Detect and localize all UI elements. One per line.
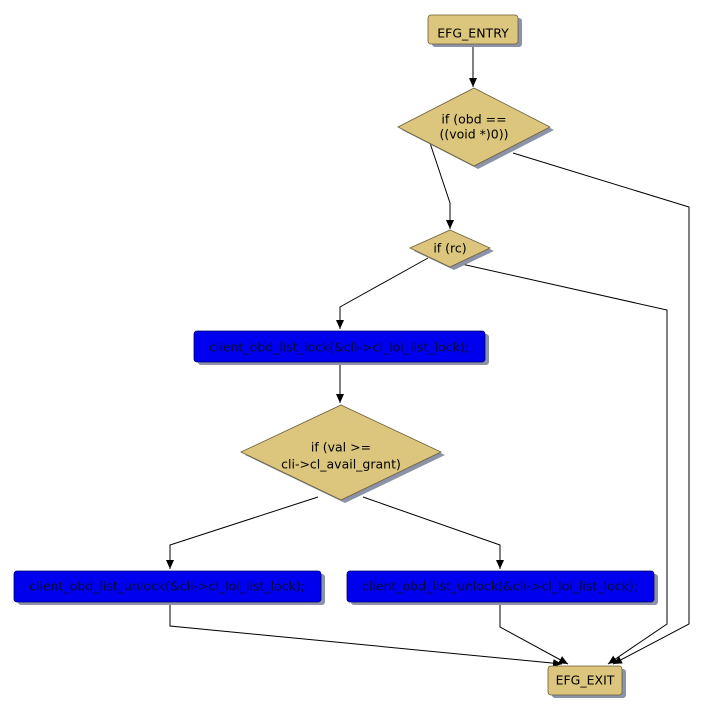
entry-node: EFG_ENTRY [427,14,522,47]
edge-rc-to-exit [456,262,668,665]
obd-null-decision: if (obd == ((void *)0)) [397,87,554,169]
edge-rc-to-lock [336,257,429,329]
obd-condition-line2: ((void *)0)) [439,127,508,142]
exit-label: EFG_EXIT [556,673,615,688]
edges [166,44,690,668]
lock-call-label: client_obd_list_lock(&cli->cl_loi_list_l… [209,340,469,355]
unlock-left-node: client_obd_list_unlock(&cli->cl_loi_list… [13,570,325,605]
obd-condition-line1: if (obd == [441,112,506,127]
unlock-right-node: client_obd_list_unlock(&cli->cl_loi_list… [346,570,658,605]
edge-val-to-unlock-right [362,496,504,569]
val-decision: if (val >= cli->cl_avail_grant) [240,404,445,503]
edge-unlock-right-to-exit [499,601,569,665]
lock-call-node: client_obd_list_lock(&cli->cl_loi_list_l… [193,330,489,365]
val-condition-line2: cli->cl_avail_grant) [281,457,401,472]
exit-node: EFG_EXIT [547,665,626,698]
rc-condition-label: if (rc) [433,241,466,256]
edge-obd-to-exit [512,152,690,665]
val-condition-line1: if (val >= [311,440,371,455]
unlock-left-label: client_obd_list_unlock(&cli->cl_loi_list… [29,579,305,594]
unlock-right-label: client_obd_list_unlock(&cli->cl_loi_list… [362,579,638,594]
edge-unlock-left-to-exit [169,601,563,668]
rc-decision: if (rc) [409,229,494,270]
edge-val-to-unlock-left [166,496,319,569]
edge-obd-to-rc [429,142,454,229]
entry-label: EFG_ENTRY [437,26,509,41]
